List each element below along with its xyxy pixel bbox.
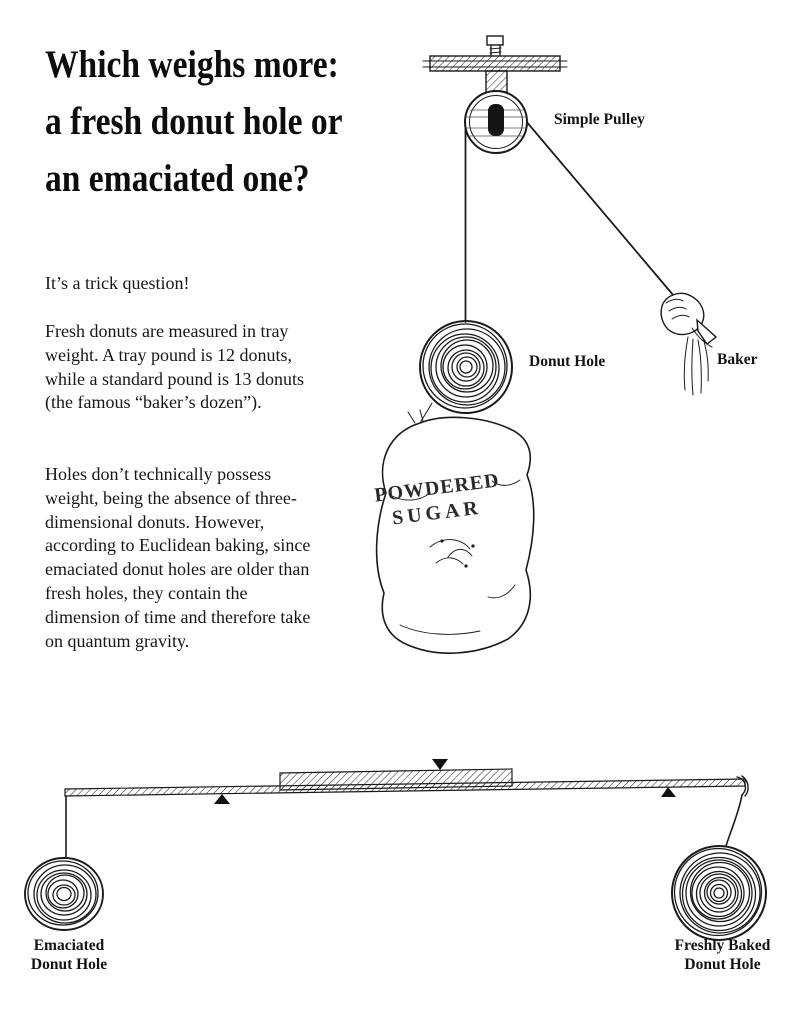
sugar-bag-drawing <box>375 409 535 654</box>
label-fresh-donut-hole: Freshly Baked Donut Hole <box>674 937 771 973</box>
label-emaciated-donut-hole: Emaciated Donut Hole <box>30 937 108 973</box>
pulley-illustration <box>375 35 718 654</box>
baker-hand-drawing <box>660 292 718 396</box>
right-rope <box>725 775 749 847</box>
right-fulcrum-triangle <box>661 787 676 797</box>
emaciated-donut-drawing <box>24 857 104 931</box>
mount-plank-drawing <box>422 55 568 72</box>
balance-illustration <box>24 759 767 941</box>
label-donut-hole: Donut Hole <box>529 353 606 370</box>
center-pointer-triangle <box>432 759 448 770</box>
tray-weight-text: Fresh donuts are measured in tray weight… <box>45 321 304 413</box>
intro-text: It’s a trick question! <box>45 273 190 293</box>
quantum-text: Holes don’t technically possess weight, … <box>45 464 311 651</box>
rope-drawing <box>464 100 691 323</box>
label-simple-pulley: Simple Pulley <box>554 111 645 128</box>
fresh-donut-drawing <box>671 845 767 941</box>
balance-beam-drawing <box>64 768 746 797</box>
label-baker: Baker <box>717 351 758 368</box>
title-line-3: an emaciated one? <box>45 157 310 200</box>
bag-tie-line <box>419 402 433 424</box>
left-fulcrum-triangle <box>214 794 230 804</box>
donut-hole-drawing <box>419 320 513 414</box>
title-line-2: a fresh donut hole or <box>45 100 343 143</box>
title-line-1: Which weighs more: <box>45 43 339 86</box>
bag-flourish <box>429 539 475 568</box>
pulley-wheel-drawing <box>464 90 528 154</box>
bolt-drawing <box>486 35 504 57</box>
page-title: Which weighs more: a fresh donut hole or… <box>45 36 343 207</box>
